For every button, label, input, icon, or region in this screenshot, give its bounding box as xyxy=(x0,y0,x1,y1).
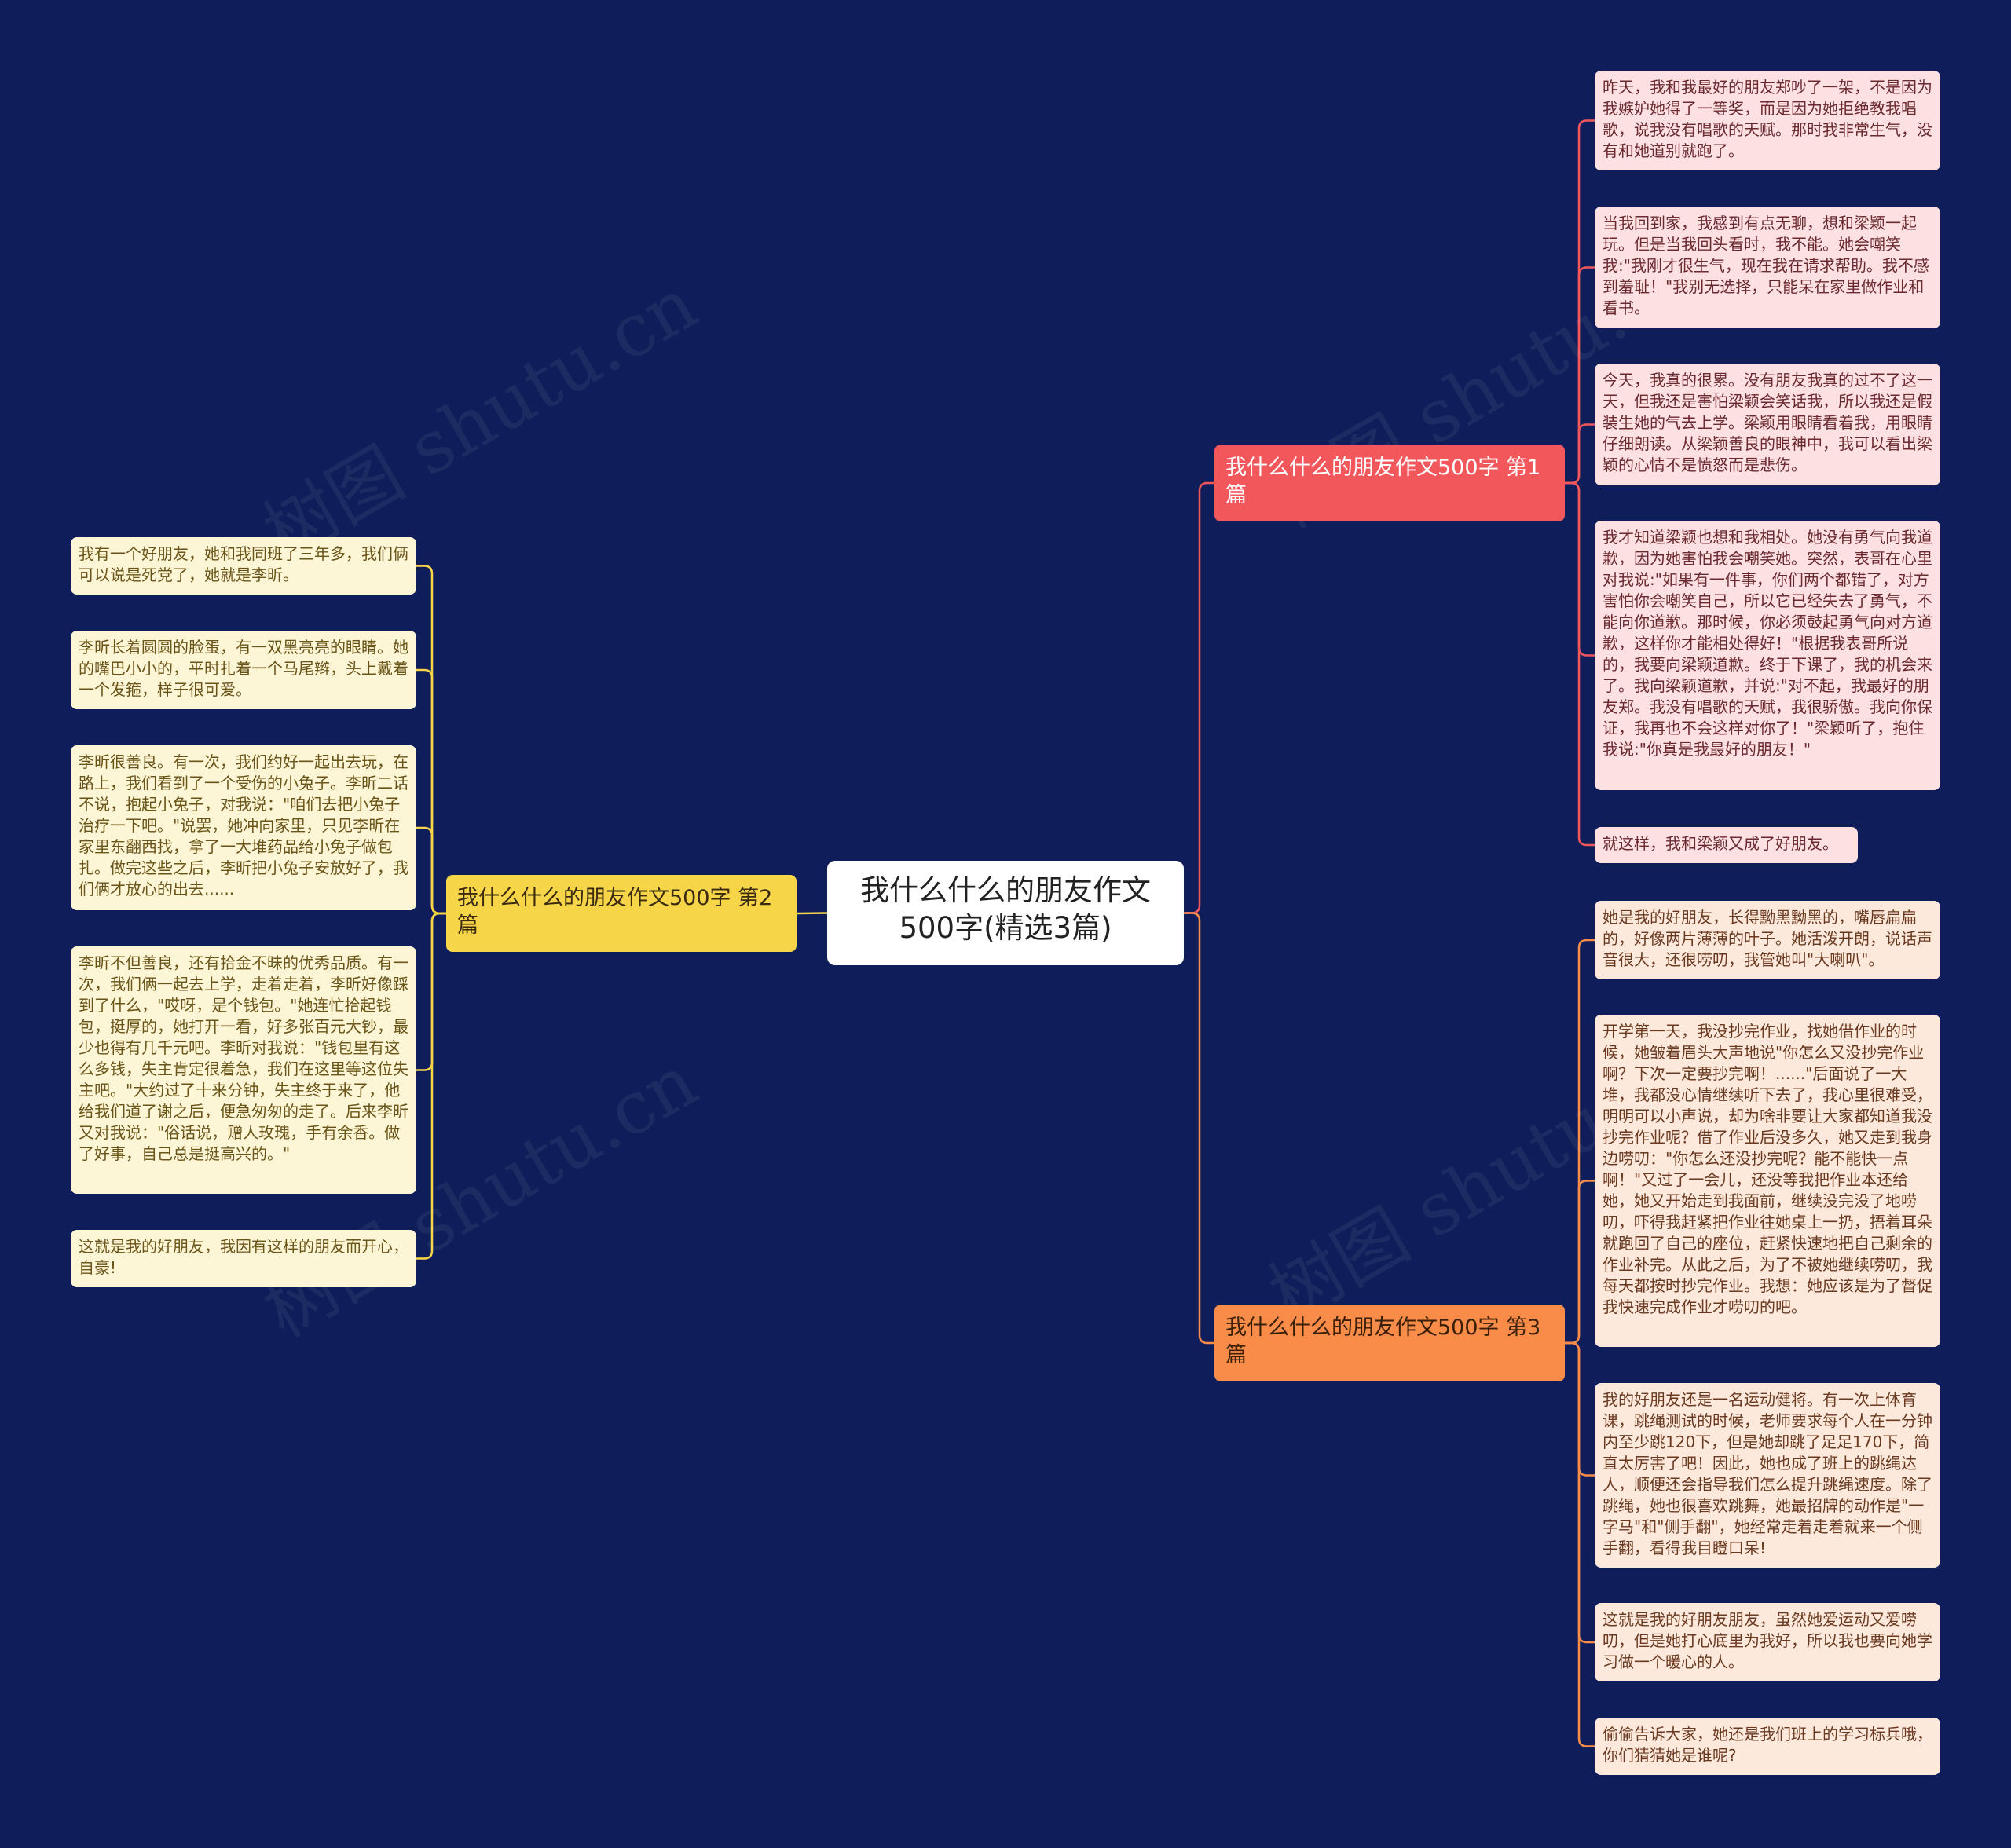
leaf-1-1[interactable]: 昨天，我和我最好的朋友郑吵了一架，不是因为我嫉妒她得了一等奖，而是因为她拒绝教我… xyxy=(1595,71,1940,170)
connector-root-branch-2 xyxy=(796,912,828,915)
connector-branch-3-leaf-5 xyxy=(1565,1341,1595,1747)
leaf-1-2[interactable]: 当我回到家，我感到有点无聊，想和梁颖一起玩。但是当我回头看时，我不能。她会嘲笑我… xyxy=(1595,207,1940,328)
connector-branch-2-leaf-5 xyxy=(416,912,446,1260)
leaf-2-1[interactable]: 我有一个好朋友，她和我同班了三年多，我们俩可以说是死党了，她就是李昕。 xyxy=(71,537,416,595)
connector-branch-2-leaf-3 xyxy=(416,826,446,915)
leaf-2-4[interactable]: 李昕不但善良，还有拾金不昧的优秀品质。有一次，我们俩一起去上学，走着走着，李昕好… xyxy=(71,946,416,1194)
connector-root-branch-3 xyxy=(1184,912,1214,1345)
leaf-1-4[interactable]: 我才知道梁颖也想和我相处。她没有勇气向我道歉，因为她害怕我会嘲笑她。突然，表哥在… xyxy=(1595,521,1940,790)
branch-topic-3[interactable]: 我什么什么的朋友作文500字 第3篇 xyxy=(1214,1305,1565,1381)
connector-branch-1-leaf-3 xyxy=(1565,423,1595,485)
leaf-2-5[interactable]: 这就是我的好朋友，我因有这样的朋友而开心，自豪! xyxy=(71,1230,416,1287)
branch-topic-1[interactable]: 我什么什么的朋友作文500字 第1篇 xyxy=(1214,445,1565,521)
branch-topic-2[interactable]: 我什么什么的朋友作文500字 第2篇 xyxy=(446,875,797,952)
leaf-3-5[interactable]: 偷偷告诉大家，她还是我们班上的学习标兵哦，你们猜猜她是谁呢? xyxy=(1595,1718,1940,1775)
leaf-3-3[interactable]: 我的好朋友还是一名运动健将。有一次上体育课，跳绳测试的时候，老师要求每个人在一分… xyxy=(1595,1383,1940,1568)
root-topic[interactable]: 我什么什么的朋友作文500字(精选3篇) xyxy=(827,861,1184,965)
leaf-2-2[interactable]: 李昕长着圆圆的脸蛋，有一双黑亮亮的眼睛。她的嘴巴小小的，平时扎着一个马尾辫，头上… xyxy=(71,631,416,709)
leaf-3-2[interactable]: 开学第一天，我没抄完作业，找她借作业的时候，她皱着眉头大声地说"你怎么又没抄完作… xyxy=(1595,1015,1940,1347)
leaf-3-1[interactable]: 她是我的好朋友，长得黝黑黝黑的，嘴唇扁扁的，好像两片薄薄的叶子。她活泼开朗，说话… xyxy=(1595,901,1940,979)
connector-branch-3-leaf-2 xyxy=(1565,1180,1595,1345)
leaf-1-5[interactable]: 就这样，我和梁颖又成了好朋友。 xyxy=(1595,827,1858,863)
leaf-2-3[interactable]: 李昕很善良。有一次，我们约好一起出去玩，在路上，我们看到了一个受伤的小兔子。李昕… xyxy=(71,745,416,910)
connector-branch-1-leaf-5 xyxy=(1565,481,1595,847)
connector-root-branch-1 xyxy=(1184,481,1214,914)
leaf-1-3[interactable]: 今天，我真的很累。没有朋友我真的过不了这一天，但我还是害怕梁颖会笑话我，所以我还… xyxy=(1595,364,1940,485)
leaf-3-4[interactable]: 这就是我的好朋友朋友，虽然她爱运动又爱唠叨，但是她打心底里为我好，所以我也要向她… xyxy=(1595,1603,1940,1681)
